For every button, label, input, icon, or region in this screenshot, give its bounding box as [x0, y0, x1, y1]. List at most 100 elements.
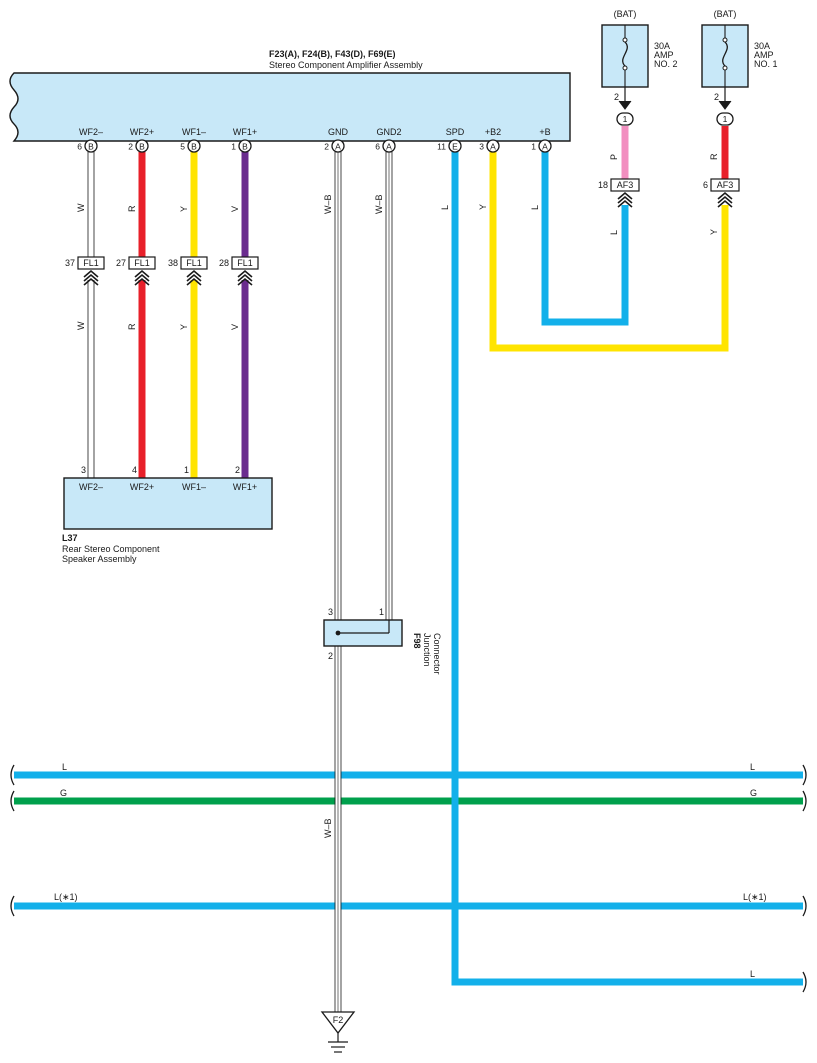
- fuse-element-icon: [722, 41, 728, 67]
- amp-terminal-label: WF1–: [182, 127, 206, 137]
- fuse-terminal-oval: [616, 112, 634, 126]
- wire-plus-b2[interactable]: [489, 152, 729, 352]
- amp-terminal-8[interactable]: +BA1: [531, 127, 552, 153]
- amp-terminal-label: +B2: [485, 127, 501, 137]
- bus-label-right-2: G: [750, 788, 757, 798]
- amp-terminal-circle: [238, 139, 252, 153]
- connector-chevron: [83, 273, 99, 282]
- connector-chevron: [237, 273, 253, 282]
- wire-color-gnd: W–B: [323, 194, 333, 214]
- wire-color-wf2-plus-upper: R: [127, 205, 137, 212]
- fuse-name: AMP: [754, 50, 774, 60]
- fuse-pin: 2: [614, 92, 619, 102]
- bus-break-right-3: [802, 895, 807, 917]
- amp-terminal-1[interactable]: WF2+B2: [128, 127, 154, 153]
- fuse-terminal-oval: [716, 112, 734, 126]
- amp-terminal-conn: B: [139, 142, 145, 152]
- af3-box: [610, 178, 640, 192]
- fuse-rating: 30A: [754, 41, 770, 51]
- bus-break-right-1: [802, 764, 807, 786]
- fl1-name: FL1: [237, 258, 253, 268]
- amp-terminal-pin: 3: [479, 142, 484, 152]
- bus-break-left-3: [10, 895, 15, 917]
- amp-terminal-circle: [331, 139, 345, 153]
- fl1-pin: 38: [168, 258, 178, 268]
- wire-spd[interactable]: [451, 152, 803, 986]
- amp-terminal-conn: A: [386, 142, 392, 152]
- speaker-assembly[interactable]: 3 4 1 2 WF2– WF2+ WF1– WF1+ L37 Rear Ste…: [62, 465, 273, 564]
- fl1-pin: 37: [65, 258, 75, 268]
- bus-label-right-4: L: [750, 969, 755, 979]
- junction-code: F98: [412, 633, 422, 649]
- bus-label-right-1: L: [750, 762, 755, 772]
- amp-terminal-label: GND: [328, 127, 349, 137]
- amp-terminal-label: +B: [539, 127, 550, 137]
- fl1-box: [231, 256, 259, 270]
- amp-terminal-label: WF2–: [79, 127, 103, 137]
- amp-terminal-circle: [187, 139, 201, 153]
- ground-code: F2: [333, 1015, 344, 1025]
- connector-chevron: [717, 199, 733, 208]
- af3-box: [710, 178, 740, 192]
- speaker-name-line2: Speaker Assembly: [62, 554, 137, 564]
- junction-connector[interactable]: 3 1 2 F98 Junction Connector: [323, 607, 442, 675]
- bus-label-left-3: L(∗1): [54, 892, 78, 902]
- connector-chevron: [717, 191, 733, 200]
- fuse-element-icon: [622, 41, 628, 67]
- connector-chevron: [237, 269, 253, 278]
- amp-terminal-pin: 6: [77, 142, 82, 152]
- speaker-term-wf2-plus: WF2+: [130, 482, 154, 492]
- amp-terminal-3[interactable]: WF1+B1: [231, 127, 257, 153]
- wire-color-fuse1-below: Y: [709, 229, 719, 235]
- bus-lines: L L G G L(∗1) L(∗1) L: [10, 762, 807, 993]
- bus-break-left-2: [10, 790, 15, 812]
- junction-pin-left: 3: [328, 607, 333, 617]
- amp-terminal-conn: A: [490, 142, 496, 152]
- bus-label-left-2: G: [60, 788, 67, 798]
- wire-color-wf2-plus-lower: R: [127, 323, 137, 330]
- fuse-node: [722, 65, 728, 71]
- wire-color-spd: L: [440, 205, 450, 210]
- amp-terminal-pin: 5: [180, 142, 185, 152]
- speaker-box: [63, 477, 273, 530]
- wire-plus-b[interactable]: [541, 152, 629, 326]
- connector-chevron: [186, 269, 202, 278]
- amp-terminal-label: GND2: [376, 127, 401, 137]
- fuse-bat-label: (BAT): [614, 9, 637, 19]
- connector-chevron: [617, 195, 633, 204]
- amp-terminal-2[interactable]: WF1– B5: [180, 127, 206, 153]
- amp-terminal-circle: [84, 139, 98, 153]
- fuse-pin: 2: [714, 92, 719, 102]
- wire-color-gnd2: W–B: [374, 194, 384, 214]
- fuse-node: [722, 37, 728, 43]
- wire-color-wf1-minus-lower: Y: [179, 324, 189, 330]
- wire-color-wf1-minus-upper: Y: [179, 206, 189, 212]
- amplifier-assembly[interactable]: F23(A), F24(B), F43(D), F69(E) Stereo Co…: [9, 49, 571, 142]
- fl1-box: [180, 256, 208, 270]
- speaker-term-wf1-plus: WF1+: [233, 482, 257, 492]
- junction-dot: [335, 630, 341, 636]
- ground-point[interactable]: F2: [320, 1011, 356, 1053]
- amp-terminal-conn: B: [191, 142, 197, 152]
- amp-terminal-pin: 1: [531, 142, 536, 152]
- amp-terminal-circle: [486, 139, 500, 153]
- fl1-name: FL1: [134, 258, 150, 268]
- junction-name-line1: Junction: [422, 633, 432, 667]
- connector-chevron: [134, 273, 150, 282]
- wire-color-plus-b2: Y: [478, 204, 488, 210]
- amp-terminal-conn: E: [452, 142, 458, 152]
- connector-chevron: [186, 277, 202, 286]
- amp-terminal-0[interactable]: WF2–B6: [77, 127, 103, 153]
